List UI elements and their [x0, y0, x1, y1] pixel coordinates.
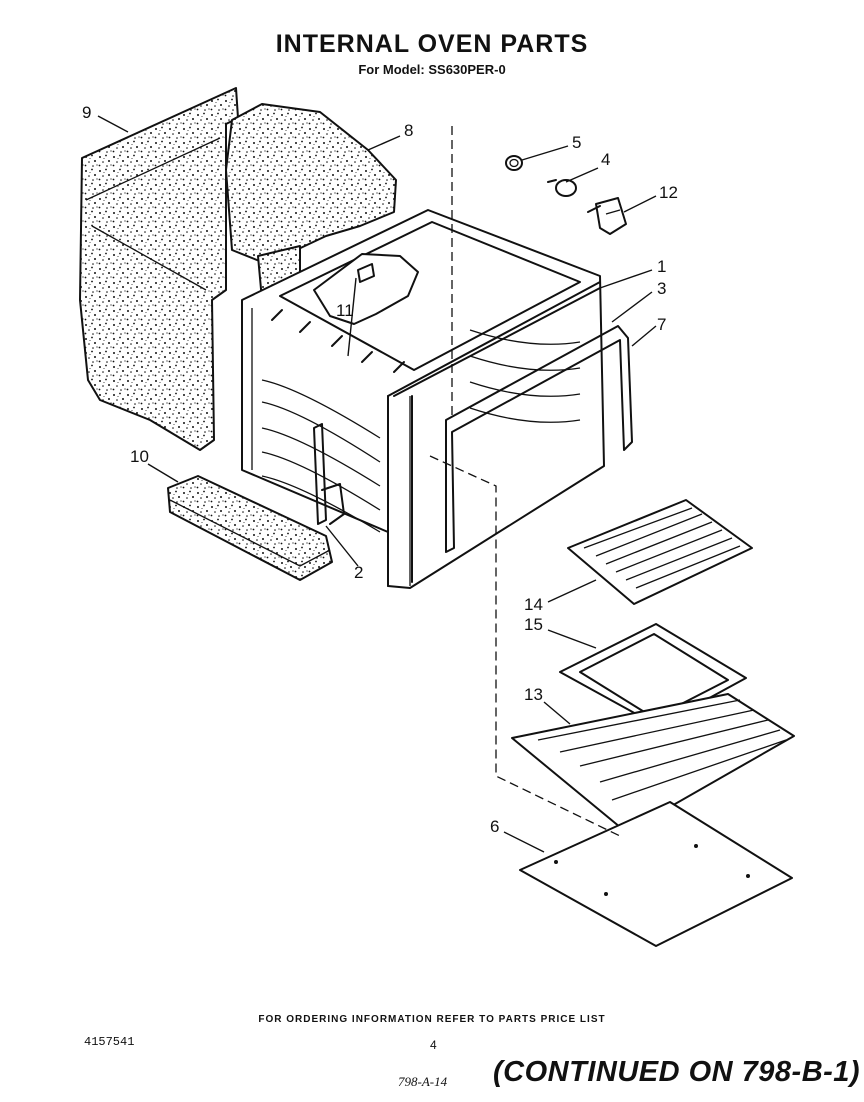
callout-12: 12 [659, 183, 678, 202]
callout-3: 3 [657, 279, 666, 298]
document-number: 4157541 [84, 1035, 135, 1049]
model-subtitle: For Model: SS630PER-0 [358, 62, 506, 77]
callout-2: 2 [354, 563, 363, 582]
page-title: INTERNAL OVEN PARTS [275, 30, 589, 58]
leader-lines [97, 115, 657, 853]
part-9-insulation-blanket [79, 87, 239, 451]
callout-7: 7 [657, 315, 666, 334]
callout-6: 6 [490, 817, 499, 836]
callout-9: 9 [82, 103, 91, 122]
part-14-broil-grid [567, 499, 753, 605]
part-5-light-socket [505, 155, 523, 171]
ordering-note: FOR ORDERING INFORMATION REFER TO PARTS … [258, 1014, 606, 1025]
part-7-door-gasket [445, 325, 633, 553]
callout-15: 15 [524, 615, 543, 634]
part-10-bottom-insulation [167, 475, 333, 581]
handwritten-code: 798-A-14 [398, 1074, 448, 1089]
part-6-oven-bottom [519, 801, 793, 947]
part-13-oven-rack [511, 693, 795, 833]
part-4-light-bulb [547, 179, 577, 197]
part-12-light-receptacle [587, 197, 627, 235]
part-1-oven-liner [241, 209, 605, 589]
callout-5: 5 [572, 133, 581, 152]
callout-4: 4 [601, 150, 610, 169]
callout-13: 13 [524, 685, 543, 704]
callout-1: 1 [657, 257, 666, 276]
continued-note: (CONTINUED ON 798-B-1) [493, 1056, 861, 1088]
page-number: 4 [430, 1038, 437, 1052]
part-2-bracket [313, 423, 345, 525]
assembly-guide-line [429, 126, 621, 837]
callout-14: 14 [524, 595, 543, 614]
callout-8: 8 [404, 121, 413, 140]
callout-10: 10 [130, 447, 149, 466]
callout-11: 11 [336, 301, 354, 320]
part-11-top-element [357, 263, 375, 283]
